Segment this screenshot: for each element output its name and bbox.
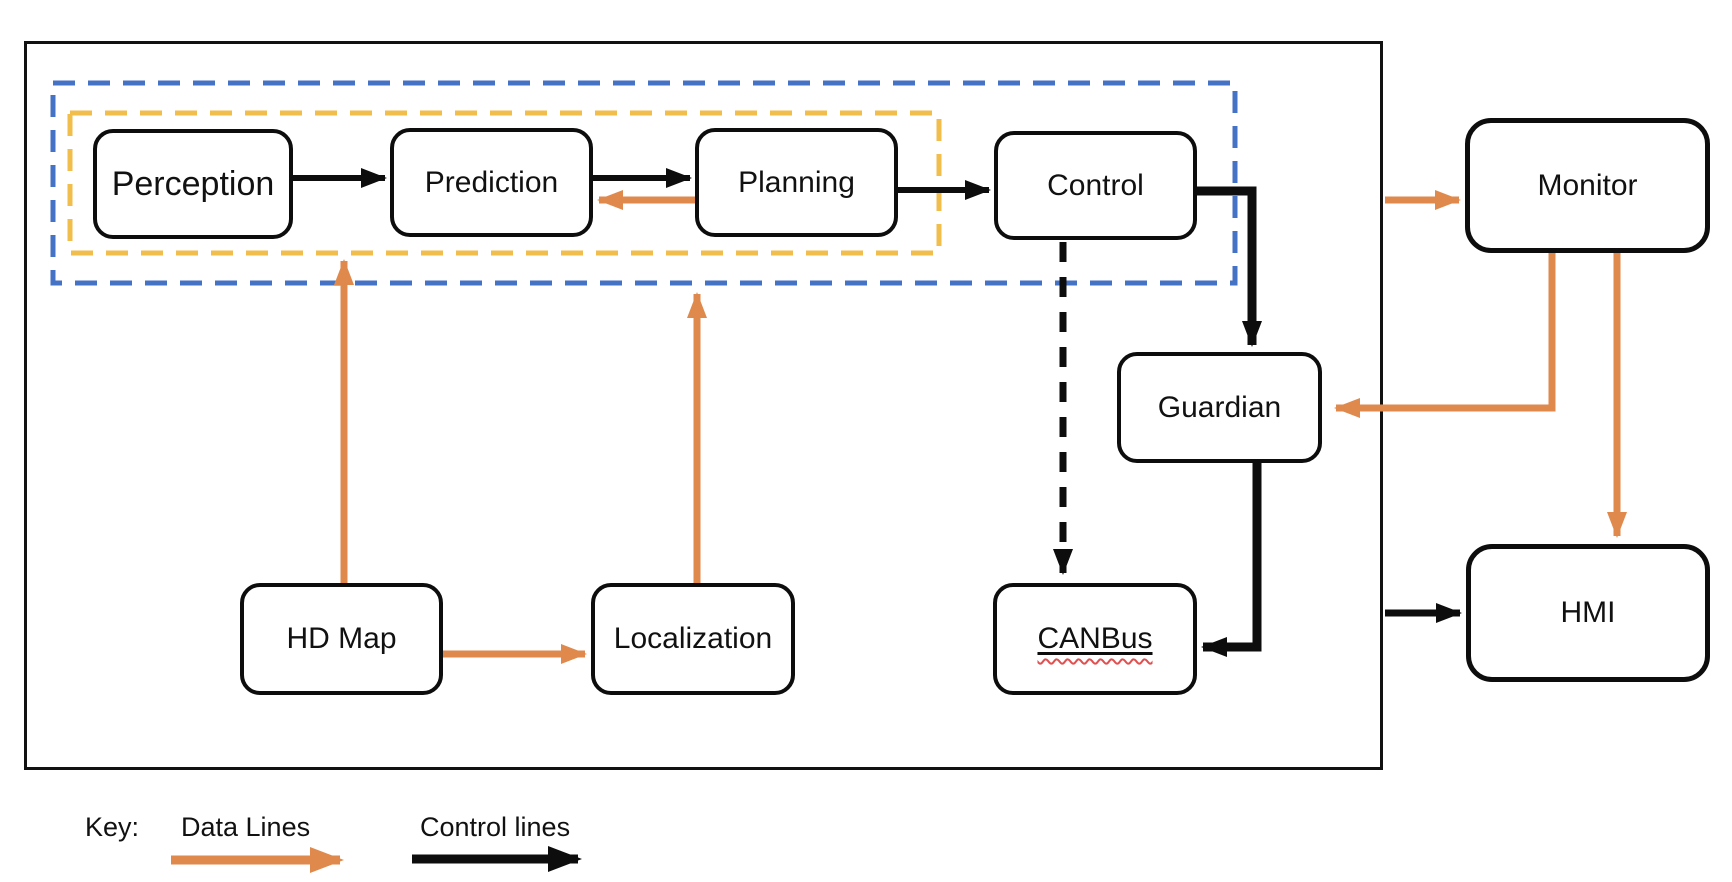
node-hd-map: HD Map — [240, 583, 443, 695]
node-localization: Localization — [591, 583, 795, 695]
node-planning-label: Planning — [738, 165, 855, 199]
node-perception-label: Perception — [111, 164, 275, 203]
node-prediction-label: Prediction — [424, 165, 559, 199]
node-hmi-label: HMI — [1560, 596, 1616, 629]
node-planning: Planning — [695, 128, 898, 237]
edge-monitor-guardian — [1334, 253, 1556, 418]
node-canbus-label: CANBus — [1037, 622, 1153, 655]
legend-control-lines-label: Control lines — [420, 812, 571, 842]
node-canbus-underline: CANBus — [1037, 622, 1152, 656]
node-canbus: CANBus — [993, 583, 1197, 695]
node-guardian: Guardian — [1117, 352, 1322, 463]
node-localization-label: Localization — [613, 622, 773, 655]
edge-control-guardian — [1197, 186, 1262, 347]
node-control-label: Control — [1047, 168, 1144, 202]
edge-guardian-canbus — [1201, 463, 1262, 657]
node-hmi: HMI — [1466, 544, 1710, 682]
node-prediction: Prediction — [390, 128, 593, 237]
node-monitor-label: Monitor — [1537, 168, 1638, 202]
legend-data-lines-label: Data Lines — [181, 812, 311, 842]
node-guardian-label: Guardian — [1157, 390, 1282, 424]
node-hd-map-label: HD Map — [286, 622, 397, 655]
legend-key-label: Key: — [85, 812, 140, 842]
inner-dashed-group — [67, 110, 942, 256]
node-perception: Perception — [93, 129, 293, 239]
outer-dashed-group — [50, 80, 1238, 286]
node-control: Control — [994, 131, 1197, 240]
node-monitor: Monitor — [1465, 118, 1710, 253]
